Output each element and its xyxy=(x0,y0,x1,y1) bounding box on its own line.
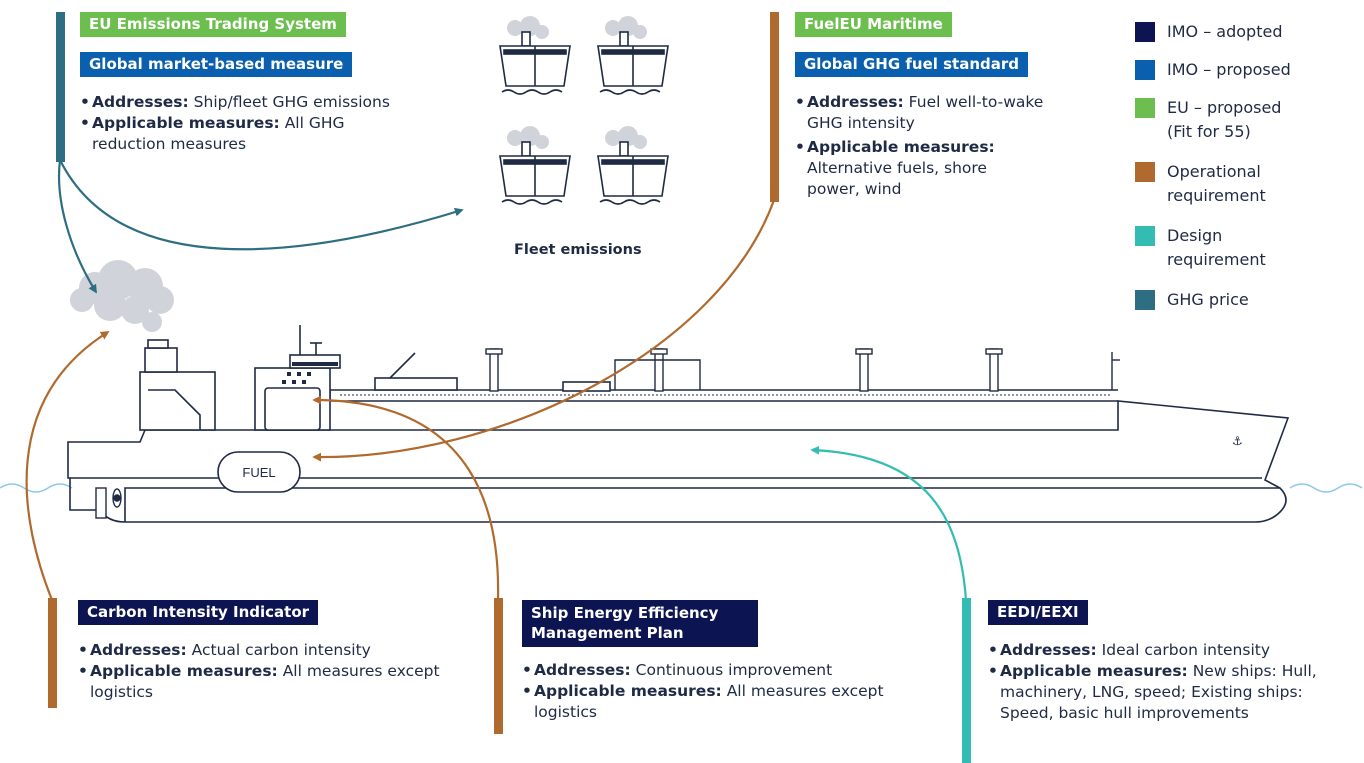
legend-item-imo-proposed: IMO – proposed xyxy=(1135,58,1357,82)
legend-swatch-ghg-price xyxy=(1135,290,1155,310)
fueleu-title: FuelEU Maritime xyxy=(795,12,952,37)
legend-item-eu-proposed: EU – proposed (Fit for 55) xyxy=(1135,96,1307,144)
legend-label: IMO – proposed xyxy=(1167,60,1291,79)
ets-to-cloud-arrow xyxy=(58,159,97,294)
legend-label: EU – proposed (Fit for 55) xyxy=(1167,98,1282,141)
cii-title: Carbon Intensity Indicator xyxy=(78,600,319,625)
bridge-windows xyxy=(282,362,338,384)
fueleu-to-fuel-arrow xyxy=(312,199,776,462)
ets-subtitle: Global market-based measure xyxy=(80,52,353,77)
legend-swatch-design xyxy=(1135,226,1155,246)
ets-details: Addresses: Ship/fleet GHG emissions Appl… xyxy=(80,92,470,155)
legend-item-ghg-price: GHG price xyxy=(1135,288,1357,312)
legend-item-operational: Operational requirement xyxy=(1135,160,1307,208)
cii-to-cloud-arrow xyxy=(25,331,110,601)
deck-masts xyxy=(485,348,1120,392)
fueleu-details: Addresses: Fuel well-to-wake GHG intensi… xyxy=(795,92,1045,200)
water-line xyxy=(0,483,73,493)
legend-swatch-imo-proposed xyxy=(1135,60,1155,80)
ets-bar xyxy=(56,12,65,162)
eedi-addresses: Addresses: Ideal carbon intensity xyxy=(988,640,1338,661)
legend-swatch-eu-proposed xyxy=(1135,98,1155,118)
seemp-details: Addresses: Continuous improvement Applic… xyxy=(522,660,922,723)
eedi-to-hull-arrow xyxy=(810,445,968,601)
fuel-tank xyxy=(217,451,301,493)
fueleu-subtitle: Global GHG fuel standard xyxy=(795,52,1029,77)
legend-swatch-operational xyxy=(1135,162,1155,182)
cii-details: Addresses: Actual carbon intensity Appli… xyxy=(78,640,448,703)
cii-measures: Applicable measures: All measures except… xyxy=(78,661,440,703)
eedi-details: Addresses: Ideal carbon intensity Applic… xyxy=(988,640,1338,724)
eedi-title: EEDI/EEXI xyxy=(988,600,1088,625)
eedi-measures: Applicable measures: New ships: Hull, ma… xyxy=(988,661,1338,724)
propeller xyxy=(95,487,122,519)
fueleu-addresses: Addresses: Fuel well-to-wake GHG intensi… xyxy=(795,92,1045,134)
legend-label: GHG price xyxy=(1167,290,1249,309)
fleet-emissions-label: Fleet emissions xyxy=(514,242,642,258)
anchor-icon: ⚓ xyxy=(1232,434,1243,448)
seemp-to-bridge-arrow xyxy=(312,395,500,601)
smoke-cloud xyxy=(70,260,174,332)
legend-item-design: Design requirement xyxy=(1135,224,1287,272)
ship-superstructure xyxy=(139,325,611,431)
legend-label: Operational requirement xyxy=(1167,162,1266,205)
ets-title: EU Emissions Trading System xyxy=(80,12,346,37)
ets-to-fleet-arrow xyxy=(59,159,464,251)
fleet-icons xyxy=(499,16,669,205)
cii-addresses: Addresses: Actual carbon intensity xyxy=(78,640,448,661)
ets-addresses: Addresses: Ship/fleet GHG emissions xyxy=(80,92,470,113)
seemp-bar xyxy=(494,598,503,734)
seemp-title: Ship Energy Efficiency Management Plan xyxy=(522,600,758,647)
seemp-measures: Applicable measures: All measures except… xyxy=(522,681,884,723)
cii-bar xyxy=(48,598,57,708)
fueleu-bar xyxy=(770,12,779,202)
fuel-label: FUEL xyxy=(242,465,275,480)
legend-swatch-imo-adopted xyxy=(1135,22,1155,42)
legend-label: Design requirement xyxy=(1167,226,1266,269)
fueleu-measures: Applicable measures: Alternative fuels, … xyxy=(795,137,1037,200)
seemp-addresses: Addresses: Continuous improvement xyxy=(522,660,922,681)
legend-label: IMO – adopted xyxy=(1167,22,1283,41)
legend-item-imo-adopted: IMO – adopted xyxy=(1135,20,1357,44)
legend: IMO – adopted IMO – proposed EU – propos… xyxy=(1135,20,1355,320)
eedi-bar xyxy=(962,598,971,763)
ets-measures: Applicable measures: All GHG reduction m… xyxy=(80,113,392,155)
